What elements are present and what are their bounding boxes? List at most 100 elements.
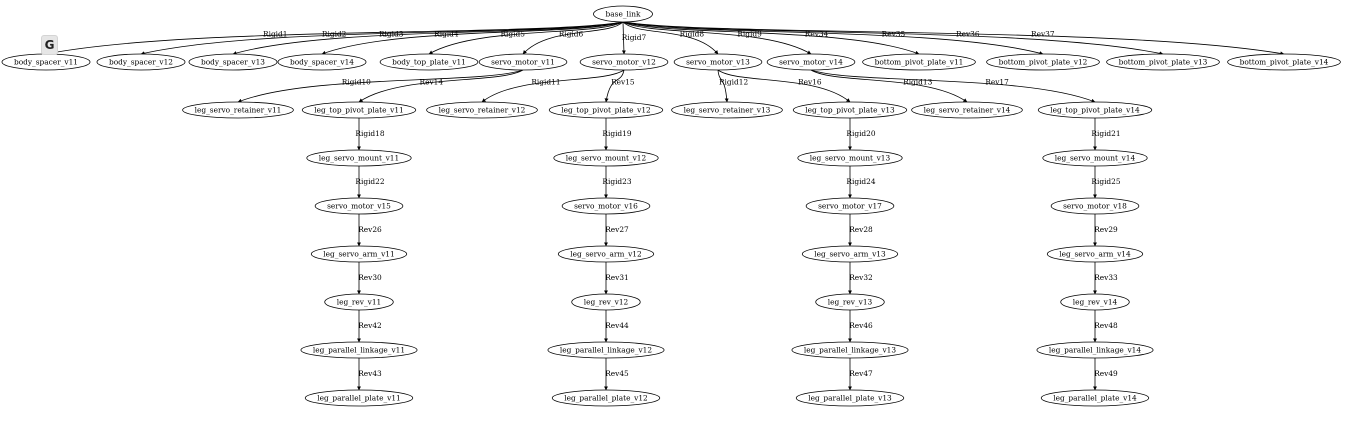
node-label: leg_servo_mount_v13 bbox=[810, 154, 891, 163]
node-leg-servo-mount-v11[interactable]: leg_servo_mount_v11 bbox=[306, 149, 412, 167]
node-ellipse bbox=[671, 101, 783, 119]
node-leg-parallel-plate-v14[interactable]: leg_parallel_plate_v14 bbox=[1040, 389, 1150, 407]
node-label: leg_top_pivot_plate_v14 bbox=[1050, 106, 1140, 115]
edge-rigid12 bbox=[717, 69, 729, 103]
node-leg-servo-arm-v11[interactable]: leg_servo_arm_v11 bbox=[310, 245, 408, 263]
edge-label: Rev28 bbox=[849, 225, 873, 234]
node-leg-top-pivot-plate-v11[interactable]: leg_top_pivot_plate_v11 bbox=[301, 101, 417, 119]
node-ellipse bbox=[673, 53, 763, 71]
node-ellipse bbox=[1042, 149, 1148, 167]
node-servo-motor-v15[interactable]: servo_motor_v15 bbox=[314, 197, 404, 215]
node-ellipse bbox=[1040, 389, 1150, 407]
node-leg-rev-v13[interactable]: leg_rev_v13 bbox=[815, 293, 885, 311]
edge-label: Rigid23 bbox=[602, 177, 631, 186]
node-leg-servo-retainer-v14[interactable]: leg_servo_retainer_v14 bbox=[911, 101, 1023, 119]
node-label: bottom_pivot_plate_v12 bbox=[999, 58, 1088, 67]
node-label: servo_motor_v17 bbox=[818, 202, 882, 211]
node-servo-motor-v18[interactable]: servo_motor_v18 bbox=[1050, 197, 1140, 215]
node-body-spacer-v13[interactable]: body_spacer_v13 bbox=[188, 53, 278, 71]
node-ellipse bbox=[301, 101, 417, 119]
node-ellipse bbox=[986, 53, 1100, 71]
edge-label: Rev27 bbox=[605, 225, 629, 234]
node-ellipse bbox=[1050, 197, 1140, 215]
node-leg-servo-retainer-v11[interactable]: leg_servo_retainer_v11 bbox=[182, 101, 294, 119]
node-leg-servo-arm-v12[interactable]: leg_servo_arm_v12 bbox=[557, 245, 655, 263]
edge-rigid11 bbox=[481, 69, 625, 103]
node-label: leg_servo_retainer_v11 bbox=[195, 106, 282, 115]
edge-rev14 bbox=[358, 69, 524, 103]
node-label: leg_parallel_plate_v13 bbox=[808, 394, 892, 403]
node-label: body_spacer_v14 bbox=[290, 58, 354, 67]
node-leg-parallel-linkage-v14[interactable]: leg_parallel_linkage_v14 bbox=[1036, 341, 1154, 359]
node-label: bottom_pivot_plate_v11 bbox=[875, 58, 964, 67]
node-bottom-pivot-plate-v12[interactable]: bottom_pivot_plate_v12 bbox=[986, 53, 1100, 71]
node-leg-parallel-plate-v13[interactable]: leg_parallel_plate_v13 bbox=[795, 389, 905, 407]
node-label: leg_rev_v11 bbox=[337, 298, 382, 307]
node-leg-rev-v14[interactable]: leg_rev_v14 bbox=[1060, 293, 1130, 311]
node-servo-motor-v13[interactable]: servo_motor_v13 bbox=[673, 53, 763, 71]
node-leg-top-pivot-plate-v14[interactable]: leg_top_pivot_plate_v14 bbox=[1037, 101, 1153, 119]
edge-rigid10 bbox=[237, 69, 524, 103]
node-leg-servo-arm-v14[interactable]: leg_servo_arm_v14 bbox=[1046, 245, 1144, 263]
node-leg-parallel-linkage-v11[interactable]: leg_parallel_linkage_v11 bbox=[300, 341, 418, 359]
edge-rev37 bbox=[622, 21, 1285, 56]
node-ellipse bbox=[1036, 341, 1154, 359]
node-ellipse bbox=[795, 389, 905, 407]
node-servo-motor-v17[interactable]: servo_motor_v17 bbox=[805, 197, 895, 215]
node-body-spacer-v14[interactable]: body_spacer_v14 bbox=[277, 53, 367, 71]
node-leg-servo-arm-v13[interactable]: leg_servo_arm_v13 bbox=[801, 245, 899, 263]
node-label: servo_motor_v18 bbox=[1063, 202, 1127, 211]
node-leg-parallel-plate-v11[interactable]: leg_parallel_plate_v11 bbox=[304, 389, 414, 407]
node-label: base_link bbox=[606, 10, 641, 19]
node-base-link[interactable]: base_link bbox=[593, 5, 653, 23]
edge-label: Rev29 bbox=[1094, 225, 1118, 234]
edge-label: Rigid6 bbox=[559, 29, 584, 38]
node-leg-parallel-plate-v12[interactable]: leg_parallel_plate_v12 bbox=[551, 389, 661, 407]
node-leg-servo-mount-v14[interactable]: leg_servo_mount_v14 bbox=[1042, 149, 1148, 167]
node-ellipse bbox=[593, 5, 653, 23]
edge-label: Rev37 bbox=[1031, 29, 1055, 38]
node-label: servo_motor_v12 bbox=[592, 58, 656, 67]
edge-rigid6 bbox=[522, 21, 624, 55]
node-leg-servo-mount-v13[interactable]: leg_servo_mount_v13 bbox=[797, 149, 903, 167]
node-leg-top-pivot-plate-v13[interactable]: leg_top_pivot_plate_v13 bbox=[792, 101, 908, 119]
node-ellipse bbox=[1227, 53, 1341, 71]
edge-label: Rigid3 bbox=[379, 29, 404, 38]
node-leg-rev-v12[interactable]: leg_rev_v12 bbox=[571, 293, 641, 311]
node-leg-parallel-linkage-v13[interactable]: leg_parallel_linkage_v13 bbox=[791, 341, 909, 359]
edge-rev36 bbox=[622, 21, 1164, 56]
node-leg-top-pivot-plate-v12[interactable]: leg_top_pivot_plate_v12 bbox=[548, 101, 664, 119]
edge-label: Rigid13 bbox=[903, 77, 932, 86]
node-leg-servo-retainer-v13[interactable]: leg_servo_retainer_v13 bbox=[671, 101, 783, 119]
node-label: servo_motor_v15 bbox=[327, 202, 391, 211]
edge-label: Rigid8 bbox=[680, 29, 705, 38]
node-bottom-pivot-plate-v14[interactable]: bottom_pivot_plate_v14 bbox=[1227, 53, 1341, 71]
edge-label: Rev47 bbox=[849, 369, 873, 378]
node-ellipse bbox=[553, 149, 659, 167]
edge-rigid3 bbox=[232, 21, 624, 55]
node-leg-servo-retainer-v12[interactable]: leg_servo_retainer_v12 bbox=[426, 101, 538, 119]
node-servo-motor-v11[interactable]: servo_motor_v11 bbox=[478, 53, 568, 71]
node-ellipse bbox=[911, 101, 1023, 119]
graph-toggle-button[interactable]: G bbox=[41, 35, 58, 55]
node-label: bottom_pivot_plate_v13 bbox=[1119, 58, 1208, 67]
node-body-spacer-v12[interactable]: body_spacer_v12 bbox=[96, 53, 186, 71]
node-bottom-pivot-plate-v13[interactable]: bottom_pivot_plate_v13 bbox=[1106, 53, 1220, 71]
node-servo-motor-v16[interactable]: servo_motor_v16 bbox=[561, 197, 651, 215]
node-label: leg_servo_mount_v11 bbox=[319, 154, 399, 163]
node-bottom-pivot-plate-v11[interactable]: bottom_pivot_plate_v11 bbox=[862, 53, 976, 71]
node-label: leg_top_pivot_plate_v12 bbox=[561, 106, 651, 115]
node-leg-servo-mount-v12[interactable]: leg_servo_mount_v12 bbox=[553, 149, 659, 167]
node-body-spacer-v11[interactable]: body_spacer_v11 bbox=[1, 53, 91, 71]
node-leg-rev-v11[interactable]: leg_rev_v11 bbox=[324, 293, 394, 311]
node-ellipse bbox=[188, 53, 278, 71]
node-leg-parallel-linkage-v12[interactable]: leg_parallel_linkage_v12 bbox=[547, 341, 665, 359]
node-ellipse bbox=[1046, 245, 1144, 263]
node-servo-motor-v14[interactable]: servo_motor_v14 bbox=[766, 53, 856, 71]
node-body-top-plate-v11[interactable]: body_top_plate_v11 bbox=[379, 53, 479, 71]
edge-rev34 bbox=[622, 21, 920, 55]
node-ellipse bbox=[306, 149, 412, 167]
edge-label: Rigid19 bbox=[602, 129, 631, 138]
node-servo-motor-v12[interactable]: servo_motor_v12 bbox=[579, 53, 669, 71]
